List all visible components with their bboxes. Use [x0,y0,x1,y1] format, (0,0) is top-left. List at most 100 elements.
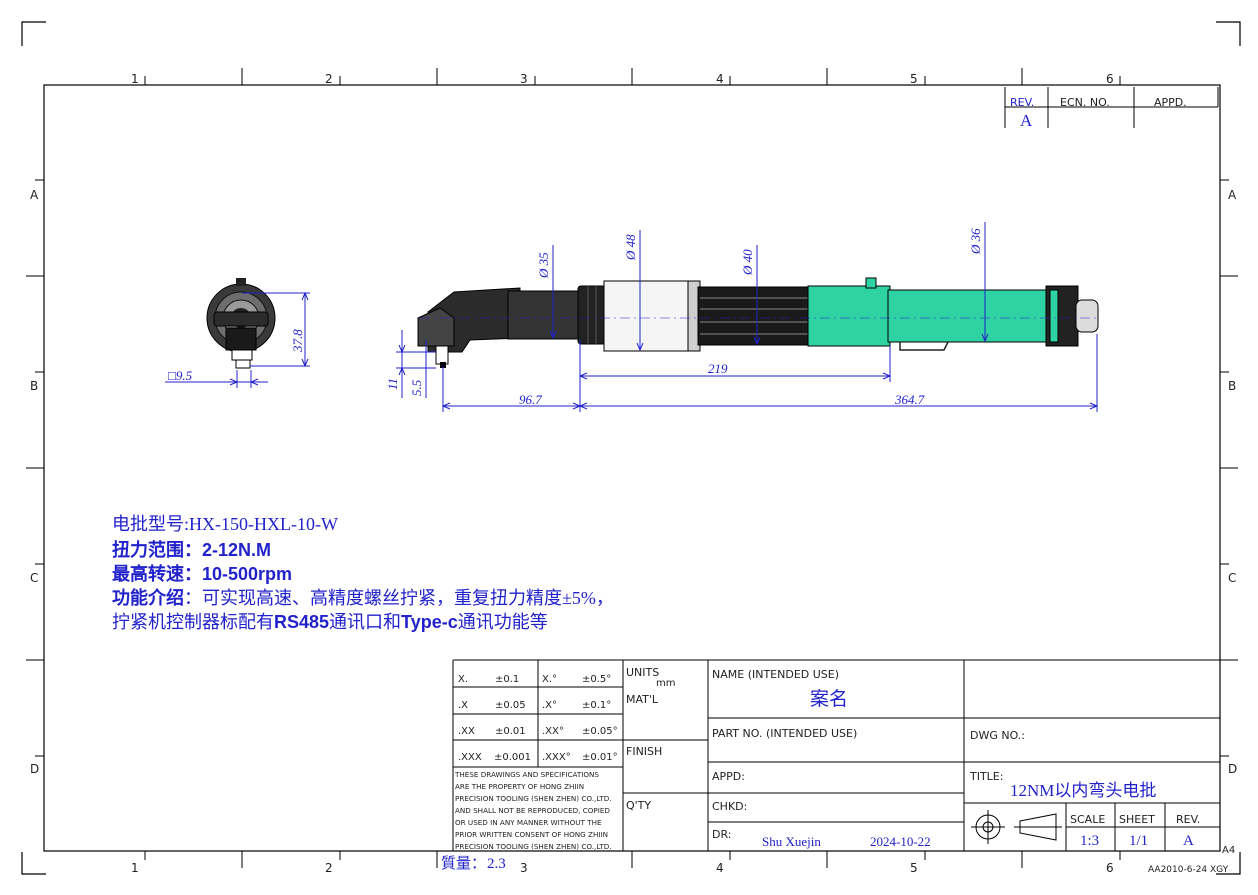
zone-row-a-left: A [30,188,39,202]
dim-5-5: 5.5 [409,379,424,396]
spec-model-value: HX-150-HXL-10-W [189,514,338,534]
zone-row-b-left: B [30,379,38,393]
dim-length-219: 219 [708,361,728,376]
drafter-name: Shu Xuejin [762,834,821,849]
notice-line-2: ARE THE PROPERTY OF HONG ZHIIN [455,782,584,791]
end-view-dimensions [165,291,310,388]
dim-height-37-8: 37.8 [290,329,305,353]
sheet-label: SHEET [1119,813,1155,826]
tol-r3-c2: .XXX° [542,752,571,763]
part-no-label: PART NO. (INTENDED USE) [712,727,857,740]
tol-r3-c3: ±0.01° [582,752,618,763]
ecn-header: ECN. NO. [1060,96,1110,109]
chkd-label: CHKD: [712,800,747,813]
tol-r2-c0: .XX [458,726,475,737]
spec-func-line1: ：可实现高速、高精度螺丝拧紧，重复扭力精度±5%， [184,588,614,608]
zone-labels: 1 2 3 4 5 6 1 2 3 4 5 6 A B C D A B C D [30,72,1237,875]
tol-r3-c1: ±0.001 [494,752,531,763]
dim-length-96-7: 96.7 [519,392,542,407]
zone-col-1-bottom: 1 [131,861,139,875]
projection-symbol-icon [971,810,1062,844]
tol-r2-c2: .XX° [542,726,564,737]
notice-line-7: PRECISION TOOLING (SHEN ZHEN) CO.,LTD. [455,842,612,851]
scale-value: 1:3 [1080,833,1099,849]
zone-col-2-top: 2 [325,72,333,86]
title-block-grid [452,659,1220,851]
side-view-dimensions [396,222,1099,412]
rev-value: A [1020,111,1033,130]
mass-label: 質量： [441,854,486,872]
green-body-front [807,285,891,347]
end-view [206,278,276,369]
tol-r1-c3: ±0.1° [582,700,611,711]
zone-col-1-top: 1 [131,72,139,86]
zone-col-2-bottom: 2 [325,861,333,875]
qty-label: Q'TY [626,799,651,812]
dwg-no-label: DWG NO.: [970,729,1025,742]
grip-section [697,286,811,346]
spec-func-line2-d: Type-c [401,612,458,632]
property-notice: THESE DRAWINGS AND SPECIFICATIONS ARE TH… [454,770,612,851]
drawing-date: 2024-10-22 [870,834,931,849]
zone-col-4-top: 4 [716,72,724,86]
appd-header: APPD. [1154,96,1187,109]
spec-torque: 扭力范围：2-12N.M [112,536,271,562]
dim-dia-35: Ø 35 [536,252,551,279]
zone-ticks [26,68,1238,868]
spec-speed-label: 最高转速 [112,564,184,584]
title-label: TITLE: [969,770,1003,783]
tol-r0-c1: ±0.1 [495,674,519,685]
tol-r0-c0: X. [458,674,468,685]
notice-line-3: PRECISION TOOLING (SHEN ZHEN) CO.,LTD. [455,794,612,803]
paper-size: A4 [1222,845,1235,856]
white-collar [603,280,699,352]
dim-dia-36: Ø 36 [968,228,983,255]
spec-func-line2-b: RS485 [274,612,330,632]
notice-line-4: AND SHALL NOT BE REPRODUCED, COPIED [455,806,610,815]
tol-r1-c2: .X° [542,700,557,711]
zone-col-5-top: 5 [910,72,918,86]
dim-dia-48: Ø 48 [623,234,638,261]
dim-dia-40: Ø 40 [740,249,755,276]
rev-block-value: A [1183,833,1194,849]
dim-11: 11 [385,378,400,390]
tol-r1-c1: ±0.05 [495,700,526,711]
neck-section [507,290,583,340]
revision-block: REV. ECN. NO. APPD. A [1004,87,1219,130]
tolerance-table: X. ±0.1 X.° ±0.5° .X ±0.05 .X° ±0.1° .XX… [458,674,618,763]
scale-label: SCALE [1070,813,1105,826]
sheet-value: 1/1 [1129,833,1148,849]
spec-speed: 最高转速：10-500rpm [112,560,292,586]
rev-label: REV. [1176,813,1200,826]
spec-torque-value: ：2-12N.M [184,540,272,560]
zone-col-3-top: 3 [520,72,528,86]
name-label: NAME (INTENDED USE) [712,668,839,681]
tol-r0-c3: ±0.5° [582,674,611,685]
spec-speed-value: ：10-500rpm [184,564,293,584]
notice-line-1: THESE DRAWINGS AND SPECIFICATIONS [454,770,599,779]
dim-length-364-7: 364.7 [894,392,925,407]
template-id: AA2010-6-24 XGY [1148,865,1229,875]
tol-r0-c2: X.° [542,674,557,685]
zone-col-5-bottom: 5 [910,861,918,875]
zone-col-3-bottom: 3 [520,861,528,875]
spec-func-line2-c: 通讯口和 [329,612,402,632]
name-value: 案名 [810,688,848,710]
zone-col-4-bottom: 4 [716,861,724,875]
notice-line-5: OR USED IN ANY MANNER WITHOUT THE [455,818,602,827]
matl-label: MAT'L [626,693,659,706]
side-view-tool [417,277,1100,368]
zone-col-6-bottom: 6 [1106,861,1114,875]
zone-row-c-right: C [1228,571,1236,585]
appd-label: APPD: [712,770,745,783]
dr-label: DR: [712,828,731,841]
tol-r1-c0: .X [458,700,468,711]
tol-r3-c0: .XXX [458,752,482,763]
notice-line-6: PRIOR WRITTEN CONSENT OF HONG ZHIIN [455,830,608,839]
tol-r2-c3: ±0.05° [582,726,618,737]
zone-row-d-left: D [30,762,39,776]
spec-func-label: 功能介绍 [112,588,184,608]
finish-label: FINISH [626,745,662,758]
trim-marks [21,21,1241,875]
